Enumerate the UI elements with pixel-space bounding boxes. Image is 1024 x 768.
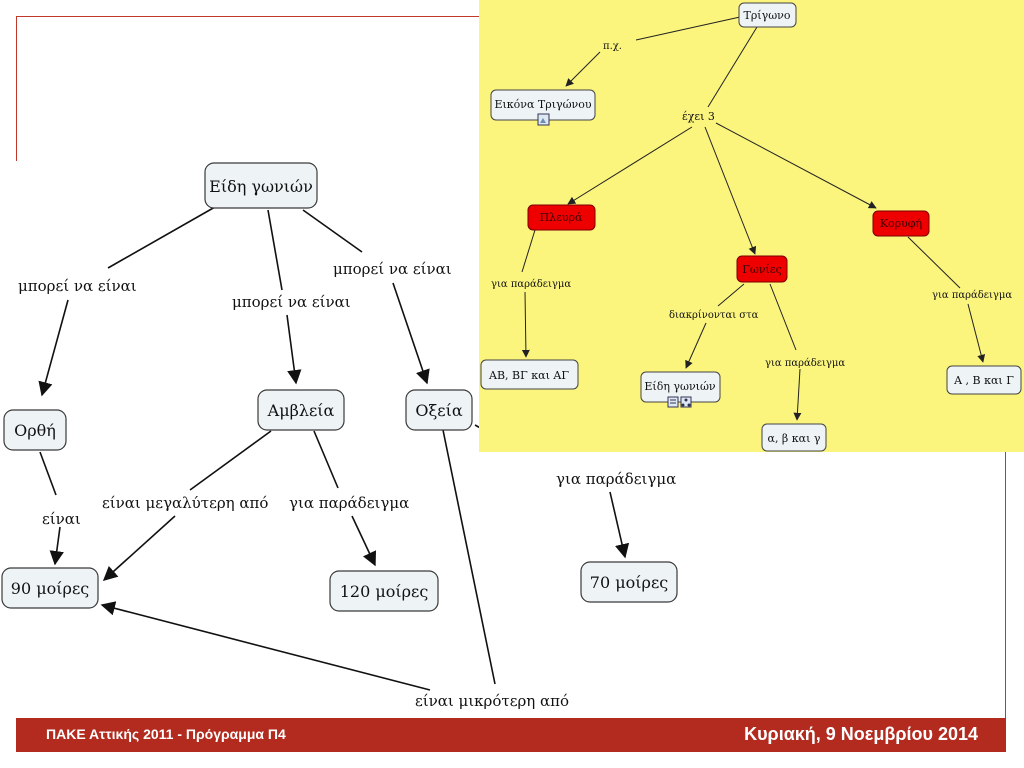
svg-text:Γωνίες: Γωνίες — [742, 263, 781, 276]
svg-text:Κορυφή: Κορυφή — [880, 217, 922, 230]
link-label-smaller-than: είναι μικρότερη από — [415, 692, 569, 710]
node-sides-example[interactable]: ΑΒ, ΒΓ και ΑΓ — [480, 359, 579, 390]
link-label-can-be-mid: μπορεί να είναι — [232, 293, 351, 311]
link-label-example-obtuse: για παράδειγμα — [289, 494, 409, 512]
node-acute-angle[interactable]: Οξεία — [405, 389, 473, 431]
node-70-degrees[interactable]: 70 μοίρες — [580, 561, 678, 603]
node-right-angle[interactable]: Ορθή — [3, 409, 67, 451]
node-90-degrees[interactable]: 90 μοίρες — [1, 567, 99, 609]
link-label-can-be-right: μπορεί να είναι — [333, 260, 452, 278]
footer-program: ΠΑΚΕ Αττικής 2011 - Πρόγραμμα Π4 — [46, 726, 286, 742]
link-label-eg: π.χ. — [603, 41, 622, 52]
image-resource-icon[interactable] — [537, 113, 550, 126]
svg-text:Οξεία: Οξεία — [415, 401, 462, 420]
node-obtuse-angle[interactable]: Αμβλεία — [257, 389, 345, 431]
link-label-is: είναι — [42, 510, 81, 528]
link-label-greater-than: είναι μεγαλύτερη από — [102, 494, 268, 512]
angles-map-link-labels: μπορεί να είναι μπορεί να είναι μπορεί ν… — [18, 260, 676, 710]
svg-text:120 μοίρες: 120 μοίρες — [340, 582, 429, 601]
node-120-degrees[interactable]: 120 μοίρες — [329, 570, 439, 612]
svg-text:Α , Β και Γ: Α , Β και Γ — [953, 374, 1014, 387]
triangle-map-edges — [521, 16, 986, 421]
svg-text:70 μοίρες: 70 μοίρες — [590, 573, 668, 592]
node-triangle-image[interactable]: Εικόνα Τριγώνου — [490, 89, 596, 121]
link-label-example-vertex: για παράδειγμα — [932, 290, 1012, 301]
svg-text:Ορθή: Ορθή — [14, 421, 56, 440]
svg-text:Εικόνα Τριγώνου: Εικόνα Τριγώνου — [494, 98, 591, 111]
svg-text:ΑΒ, ΒΓ και ΑΓ: ΑΒ, ΒΓ και ΑΓ — [488, 369, 569, 382]
slide-footer: ΠΑΚΕ Αττικής 2011 - Πρόγραμμα Π4 Κυριακή… — [16, 718, 1006, 752]
slide-border-top — [16, 16, 486, 17]
link-label-distinguished: διακρίνονται στα — [669, 310, 759, 321]
node-sides[interactable]: Πλευρά — [527, 204, 596, 231]
svg-text:Τρίγωνο: Τρίγωνο — [744, 9, 791, 22]
link-label-example-acute: για παράδειγμα — [556, 470, 676, 488]
svg-text:Πλευρά: Πλευρά — [540, 211, 583, 224]
node-angle-types[interactable]: Είδη γωνιών — [204, 162, 318, 209]
node-angle-types-link[interactable]: Είδη γωνιών — [640, 371, 721, 403]
link-label-has3: έχει 3 — [682, 110, 715, 123]
svg-text:Είδη γωνιών: Είδη γωνιών — [644, 380, 716, 393]
node-vertex-example[interactable]: Α , Β και Γ — [946, 365, 1022, 395]
footer-date: Κυριακή, 9 Νοεμβρίου 2014 — [744, 724, 978, 744]
triangle-map-link-labels: π.χ. έχει 3 για παράδειγμα διακρίνονται … — [491, 41, 1012, 369]
svg-text:α, β και γ: α, β και γ — [768, 432, 821, 445]
svg-text:Αμβλεία: Αμβλεία — [267, 401, 335, 420]
node-triangle[interactable]: Τρίγωνο — [738, 2, 797, 28]
node-vertex[interactable]: Κορυφή — [872, 210, 930, 237]
svg-text:90 μοίρες: 90 μοίρες — [11, 579, 89, 598]
link-label-example-angles: για παράδειγμα — [765, 358, 845, 369]
svg-text:Είδη γωνιών: Είδη γωνιών — [209, 177, 313, 196]
link-label-can-be-left: μπορεί να είναι — [18, 277, 137, 295]
slide-border-left — [16, 16, 17, 161]
link-label-example-sides: για παράδειγμα — [491, 279, 571, 290]
node-angles-example[interactable]: α, β και γ — [761, 423, 827, 452]
slide-border-right — [1005, 452, 1006, 718]
concept-map-link-icon[interactable] — [667, 396, 692, 408]
node-angles[interactable]: Γωνίες — [736, 255, 788, 283]
